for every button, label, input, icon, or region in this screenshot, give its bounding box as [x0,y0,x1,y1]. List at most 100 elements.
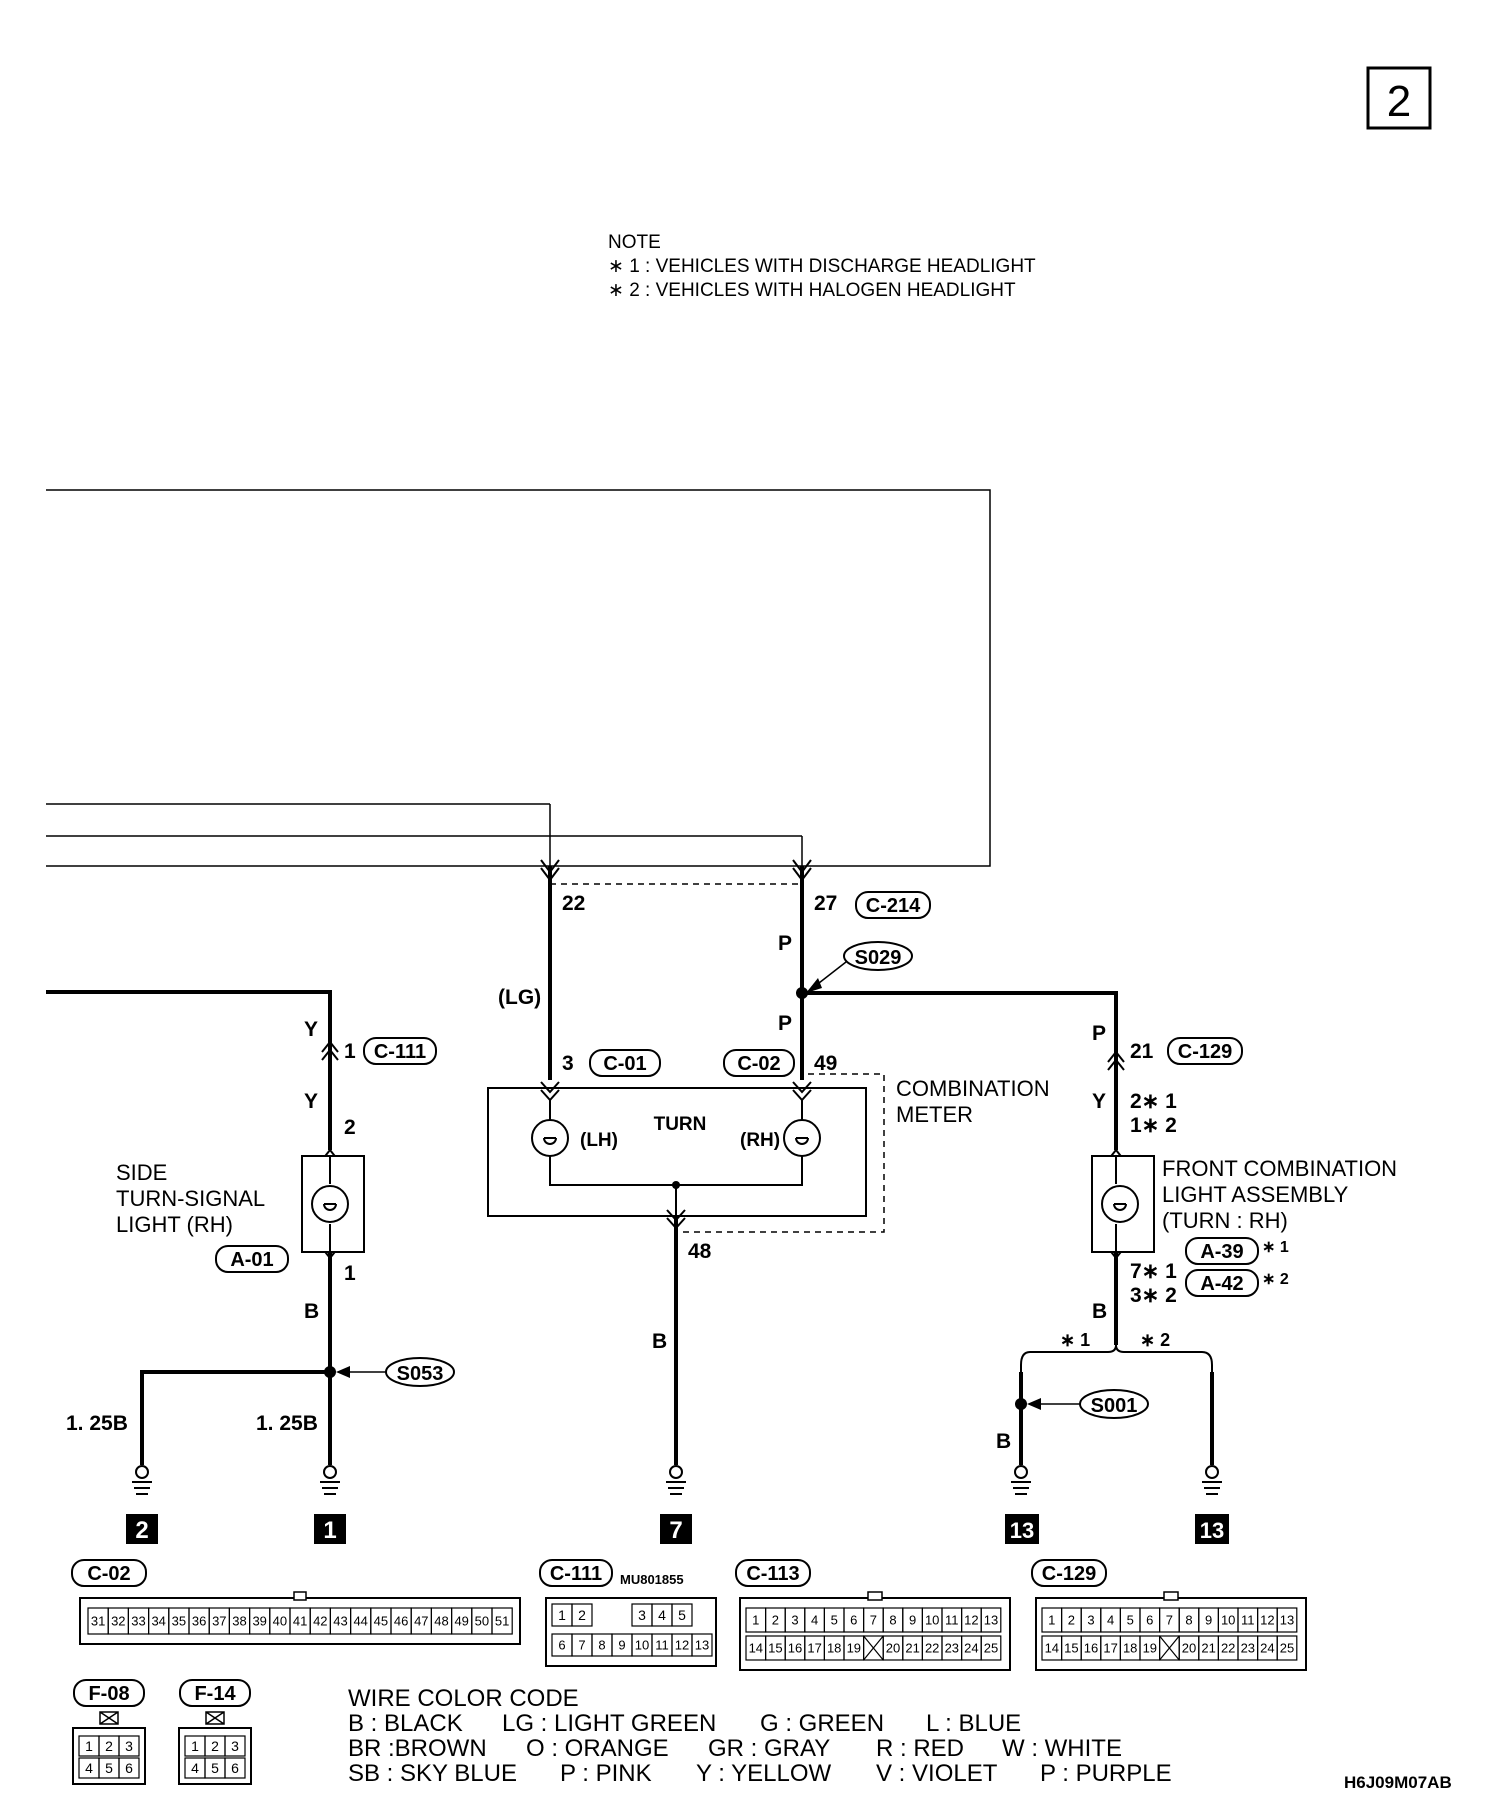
pin-cell-label: 2 [772,1613,779,1628]
pin-cell [1276,1607,1298,1633]
tag-a01: A-01 [230,1249,273,1271]
wire-b-right: B [1092,1300,1107,1323]
face-label-c129: C-129 [1042,1563,1096,1585]
pin-cell-label: 10 [925,1613,939,1628]
pin-cell-label: 3 [638,1607,646,1623]
note-block: NOTE ∗ 1 : VEHICLES WITH DISCHARGE HEADL… [608,232,1036,301]
pin-cell-label: 5 [678,1607,686,1623]
page-number: 2 [1387,77,1411,126]
branch-star-1: ∗ 1 [1060,1330,1090,1350]
pin-cell-label: 32 [111,1614,125,1629]
connector-tag-labels: C-214 C-111 C-01 C-02 C-129 A-01 A-39 A-… [230,895,1289,1295]
ground-symbols [132,1465,1222,1495]
pin-front-top-1: 2∗ 1 [1130,1090,1177,1113]
pin-cell-label: 21 [1201,1641,1215,1656]
front-combination-light: FRONT COMBINATION LIGHT ASSEMBLY (TURN :… [1091,1155,1397,1253]
ground-number-2: 2 [135,1517,148,1544]
ground-number-13a: 13 [1010,1518,1034,1543]
pin-cell-label: 25 [984,1641,998,1656]
pin-cell-label: 3 [231,1738,239,1754]
pin-cell-label: 22 [925,1641,939,1656]
pin-22: 22 [562,892,585,915]
wire-p-right: P [1092,1022,1106,1045]
tag-c111: C-111 [374,1041,426,1063]
splice-s029: S029 [806,941,913,993]
wire-y-upper: Y [304,1018,318,1041]
pin-cell-label: 51 [495,1614,509,1629]
pin-cell-label: 48 [434,1614,448,1629]
pin-cell-label: 3 [125,1738,133,1754]
turn-label: TURN [654,1114,707,1135]
pin-cell-label: 45 [374,1614,388,1629]
connector-chevrons [321,1040,1125,1260]
pin-2-side: 2 [344,1116,356,1139]
ground-2-icon [132,1465,152,1495]
face-label-f08: F-08 [88,1683,129,1705]
side-label-1: SIDE [116,1160,167,1185]
pin-cell-label: 13 [984,1613,998,1628]
splice-s001: S001 [1027,1389,1149,1419]
tag-c02: C-02 [737,1053,780,1075]
legend-v: V : VIOLET [876,1760,998,1787]
pin-cell-label: 12 [1260,1613,1274,1628]
splice-label-s053: S053 [397,1363,444,1385]
empty-pin-cross [863,1635,884,1661]
wire-color-labels: (LG) P P P Y Y Y B B B B 1. 25B 1. 25B ∗… [66,932,1170,1453]
pin-cell-label: 15 [1064,1641,1078,1656]
pin-front-top-2: 1∗ 2 [1130,1114,1177,1137]
wire-y-lower: Y [304,1090,318,1113]
pin-cell-label: 3 [791,1613,798,1628]
front-bulb-icon [1101,1185,1139,1223]
pin-cell-label: 15 [768,1641,782,1656]
pin-cell [571,1603,593,1627]
pin-cell-label: 5 [1127,1613,1134,1628]
pin-cell-label: 16 [788,1641,802,1656]
note-line-1: ∗ 1 : VEHICLES WITH DISCHARGE HEADLIGHT [608,256,1036,277]
combination-meter: TURN (LH) (RH) COMBINATION METER [487,1073,1050,1233]
front-label-3: (TURN : RH) [1162,1208,1288,1233]
connector-tags [215,891,1259,1297]
pin-cell [1276,1635,1298,1661]
splice-dots [324,987,1027,1410]
wire-b-side: B [304,1300,319,1323]
pin-cell-label: 11 [1241,1613,1255,1628]
pin-cell-label: 23 [1241,1641,1255,1656]
legend-g: G : GREEN [760,1710,884,1737]
pin-cell-label: 8 [598,1638,605,1653]
pin-cell-label: 13 [695,1638,709,1653]
pin-cell-label: 10 [1221,1613,1235,1628]
front-label-2: LIGHT ASSEMBLY [1162,1182,1349,1207]
side-bulb-icon [311,1185,349,1223]
pin-cell-label: 6 [125,1760,133,1776]
wire-p-lower: P [778,1012,792,1035]
pin-cell-label: 12 [964,1613,978,1628]
pin-cell-label: 7 [870,1613,877,1628]
pin-49: 49 [814,1052,837,1075]
pin-cell-label: 42 [313,1614,327,1629]
pin-cell-label: 35 [172,1614,186,1629]
splice-label-s001: S001 [1091,1395,1138,1417]
pin-cell-label: 14 [749,1641,763,1656]
legend-title: WIRE COLOR CODE [348,1685,579,1712]
connector-housing [178,1727,252,1785]
tag-a42: A-42 [1200,1273,1243,1295]
pin-cell-label: 20 [886,1641,900,1656]
pin-cell-label: 47 [414,1614,428,1629]
pin-cell-label: 34 [151,1614,165,1629]
pin-cell-label: 10 [635,1638,649,1653]
pin-cell [118,1757,140,1779]
side-label-3: LIGHT (RH) [116,1212,233,1237]
pin-cell-label: 5 [211,1760,219,1776]
tag-a42-star: ∗ 2 [1262,1271,1289,1288]
pin-cell-label: 16 [1084,1641,1098,1656]
legend-br: BR :BROWN [348,1735,487,1762]
note-title: NOTE [608,232,661,253]
pin-cell-label: 13 [1280,1613,1294,1628]
